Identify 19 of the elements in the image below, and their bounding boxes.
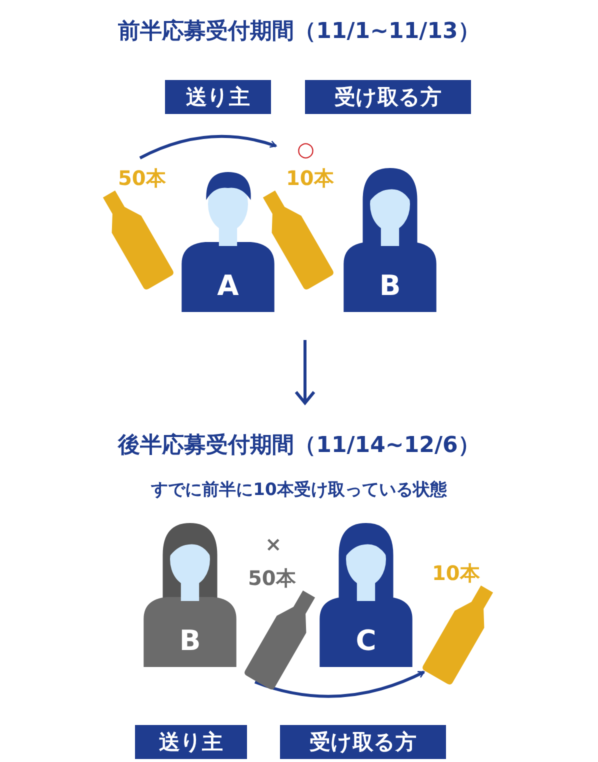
arrow [254, 670, 425, 698]
person-letter: B [378, 269, 402, 302]
subtitle: すでに前半に10本受け取っている状態 [150, 479, 448, 501]
person-letter: B [178, 624, 202, 657]
person-letter: A [216, 269, 240, 302]
quantity-label: 50本 [118, 165, 166, 192]
quantity-label: 10本 [286, 165, 334, 192]
cross-mark: × [265, 532, 282, 556]
circle-mark: ○ [297, 137, 314, 161]
role-tag: 受け取る方 [280, 725, 446, 759]
role-tag: 受け取る方 [305, 80, 471, 114]
section-heading: 後半応募受付期間（11/14~12/6） [116, 432, 481, 460]
quantity-label: 10本 [432, 560, 480, 587]
role-tag: 送り主 [165, 80, 271, 114]
arrow [139, 134, 277, 160]
quantity-label: 50本 [248, 565, 296, 592]
person-letter: C [354, 624, 378, 657]
role-tag: 送り主 [135, 725, 247, 759]
title: 前半応募受付期間（11/1~11/13） [117, 18, 481, 46]
